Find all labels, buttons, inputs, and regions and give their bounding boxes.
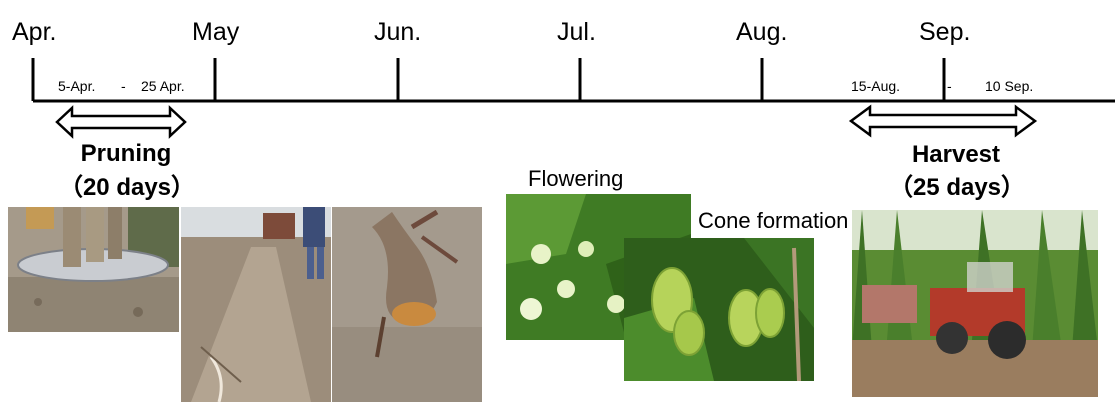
pruning-range-sep: - <box>121 78 126 94</box>
pruning-double-arrow <box>57 108 185 136</box>
pruning-title: Pruning <box>70 140 182 168</box>
pruned-rootstock-photo <box>332 207 482 402</box>
flowering-caption: Flowering <box>528 166 623 192</box>
harvest-range-sep: - <box>947 78 952 94</box>
harvest-duration: （25 days） <box>872 174 1042 202</box>
month-label-apr: Apr. <box>12 18 56 46</box>
harvest-title: Harvest <box>900 141 1012 169</box>
pruning-machine-photo <box>8 207 179 332</box>
month-label-sep: Sep. <box>919 18 970 46</box>
month-label-jun: Jun. <box>374 18 421 46</box>
cone-formation-photo <box>624 238 814 381</box>
pruning-range-start: 5-Apr. <box>58 78 95 94</box>
month-label-may: May <box>192 18 239 46</box>
harvest-field-photo <box>852 210 1098 397</box>
month-label-aug: Aug. <box>736 18 787 46</box>
harvest-double-arrow <box>851 107 1035 135</box>
cone-formation-caption: Cone formation <box>698 208 848 234</box>
pruning-field-photo <box>181 207 331 402</box>
pruning-range-end: 25 Apr. <box>141 78 185 94</box>
harvest-range-start: 15-Aug. <box>851 78 900 94</box>
pruning-duration: （20 days） <box>42 174 212 202</box>
month-label-jul: Jul. <box>557 18 596 46</box>
harvest-range-end: 10 Sep. <box>985 78 1033 94</box>
